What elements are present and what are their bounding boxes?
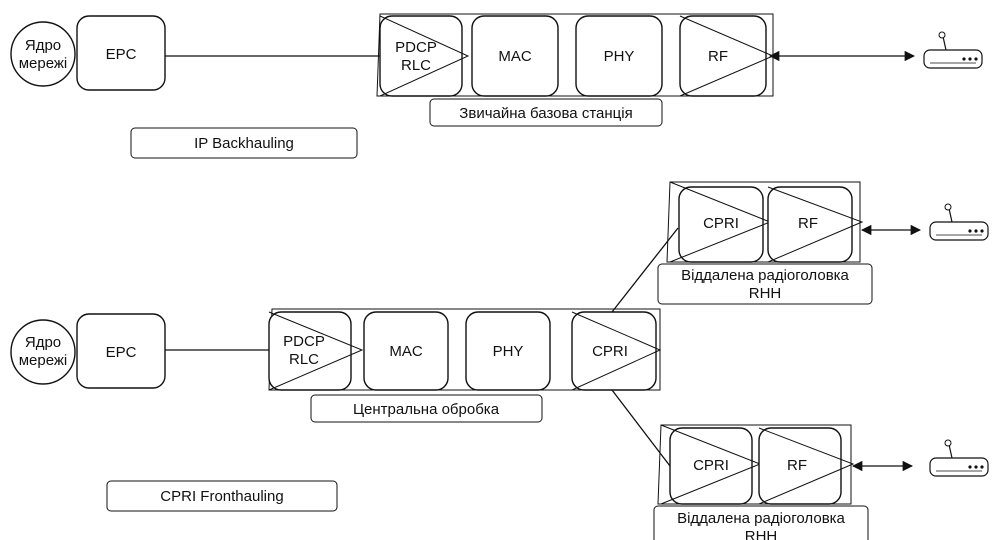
fronthaul-link-upper xyxy=(611,227,679,313)
mac-block xyxy=(363,311,449,391)
central-caption: Центральна обробка xyxy=(353,401,500,418)
cpri-triangle xyxy=(571,311,662,391)
base-station-caption-box xyxy=(429,98,663,127)
core-network-node xyxy=(10,21,76,87)
rrh-lower: CPRI RF Віддалена радіоголовка RHH xyxy=(653,424,989,540)
rrh-upper-caption-box xyxy=(657,263,873,305)
epc-label: EPC xyxy=(106,344,137,361)
base-station: PDCP RLC MAC PHY RF Звичайна базова стан… xyxy=(376,13,775,127)
rlc-label: RLC xyxy=(289,351,319,368)
rrh-upper-caption-line2: RHH xyxy=(749,285,782,302)
core-network-node xyxy=(10,319,76,385)
phy-block xyxy=(465,311,551,391)
rrh-upper-cpri-label: CPRI xyxy=(703,215,739,232)
rrh-upper-rf-block xyxy=(767,186,853,263)
epc-node xyxy=(76,15,166,91)
base-station-caption: Звичайна базова станція xyxy=(459,105,632,122)
mac-label: MAC xyxy=(498,48,532,65)
cpri-fronthauling-box xyxy=(106,480,338,512)
router-icon xyxy=(929,439,989,477)
central-processing: PDCP RLC MAC PHY CPRI Центральна обробка xyxy=(268,308,662,423)
pdcp-rlc-triangle xyxy=(268,311,364,391)
pdcp-label: PDCP xyxy=(395,39,437,56)
top-row: Ядро мережі EPC PDCP RLC MAC PHY RF Звич… xyxy=(10,13,983,159)
ip-backhauling-label: IP Backhauling xyxy=(194,135,294,152)
core-network-label-line2: мережі xyxy=(19,352,68,369)
rrh-upper-caption-line1: Віддалена радіоголовка xyxy=(681,267,849,284)
phy-label: PHY xyxy=(493,343,524,360)
mac-label: MAC xyxy=(389,343,423,360)
ip-backhauling-box xyxy=(130,127,358,159)
epc-label: EPC xyxy=(106,46,137,63)
router-icon xyxy=(929,203,989,241)
rrh-upper: CPRI RF Віддалена радіоголовка RHH xyxy=(657,181,989,305)
phy-label: PHY xyxy=(604,48,635,65)
rrh-lower-caption-box xyxy=(653,505,869,540)
pdcp-rlc-triangle xyxy=(379,15,470,97)
router-icon xyxy=(923,31,983,69)
cpri-label: CPRI xyxy=(592,343,628,360)
rrh-upper-frame xyxy=(666,181,861,263)
central-caption-box xyxy=(310,394,543,423)
rf-block xyxy=(679,15,767,97)
rrh-lower-caption-line1: Віддалена радіоголовка xyxy=(677,510,845,527)
bottom-row: Ядро мережі EPC PDCP RLC MAC PHY CPRI Це… xyxy=(10,227,679,512)
rrh-lower-frame xyxy=(657,424,852,505)
rrh-upper-rf-label: RF xyxy=(798,215,818,232)
cpri-block xyxy=(571,311,657,391)
rlc-label: RLC xyxy=(401,57,431,74)
epc-node xyxy=(76,313,166,389)
cpri-fronthauling-label: CPRI Fronthauling xyxy=(160,488,283,505)
pdcp-label: PDCP xyxy=(283,333,325,350)
rrh-upper-rf-triangle xyxy=(767,186,864,263)
mac-block xyxy=(471,15,559,97)
rrh-lower-rf-block xyxy=(758,427,842,505)
rrh-lower-cpri-block xyxy=(669,427,753,505)
core-network-label-line1: Ядро xyxy=(25,37,61,54)
core-network-label-line1: Ядро xyxy=(25,334,61,351)
rf-label: RF xyxy=(708,48,728,65)
core-network-label-line2: мережі xyxy=(19,55,68,72)
phy-block xyxy=(575,15,663,97)
pdcp-rlc-block xyxy=(268,311,352,391)
rrh-lower-caption-line2: RHH xyxy=(745,528,778,540)
rrh-lower-cpri-label: CPRI xyxy=(693,457,729,474)
base-station-frame xyxy=(376,13,774,97)
pdcp-rlc-block xyxy=(379,15,463,97)
rrh-lower-rf-label: RF xyxy=(787,457,807,474)
